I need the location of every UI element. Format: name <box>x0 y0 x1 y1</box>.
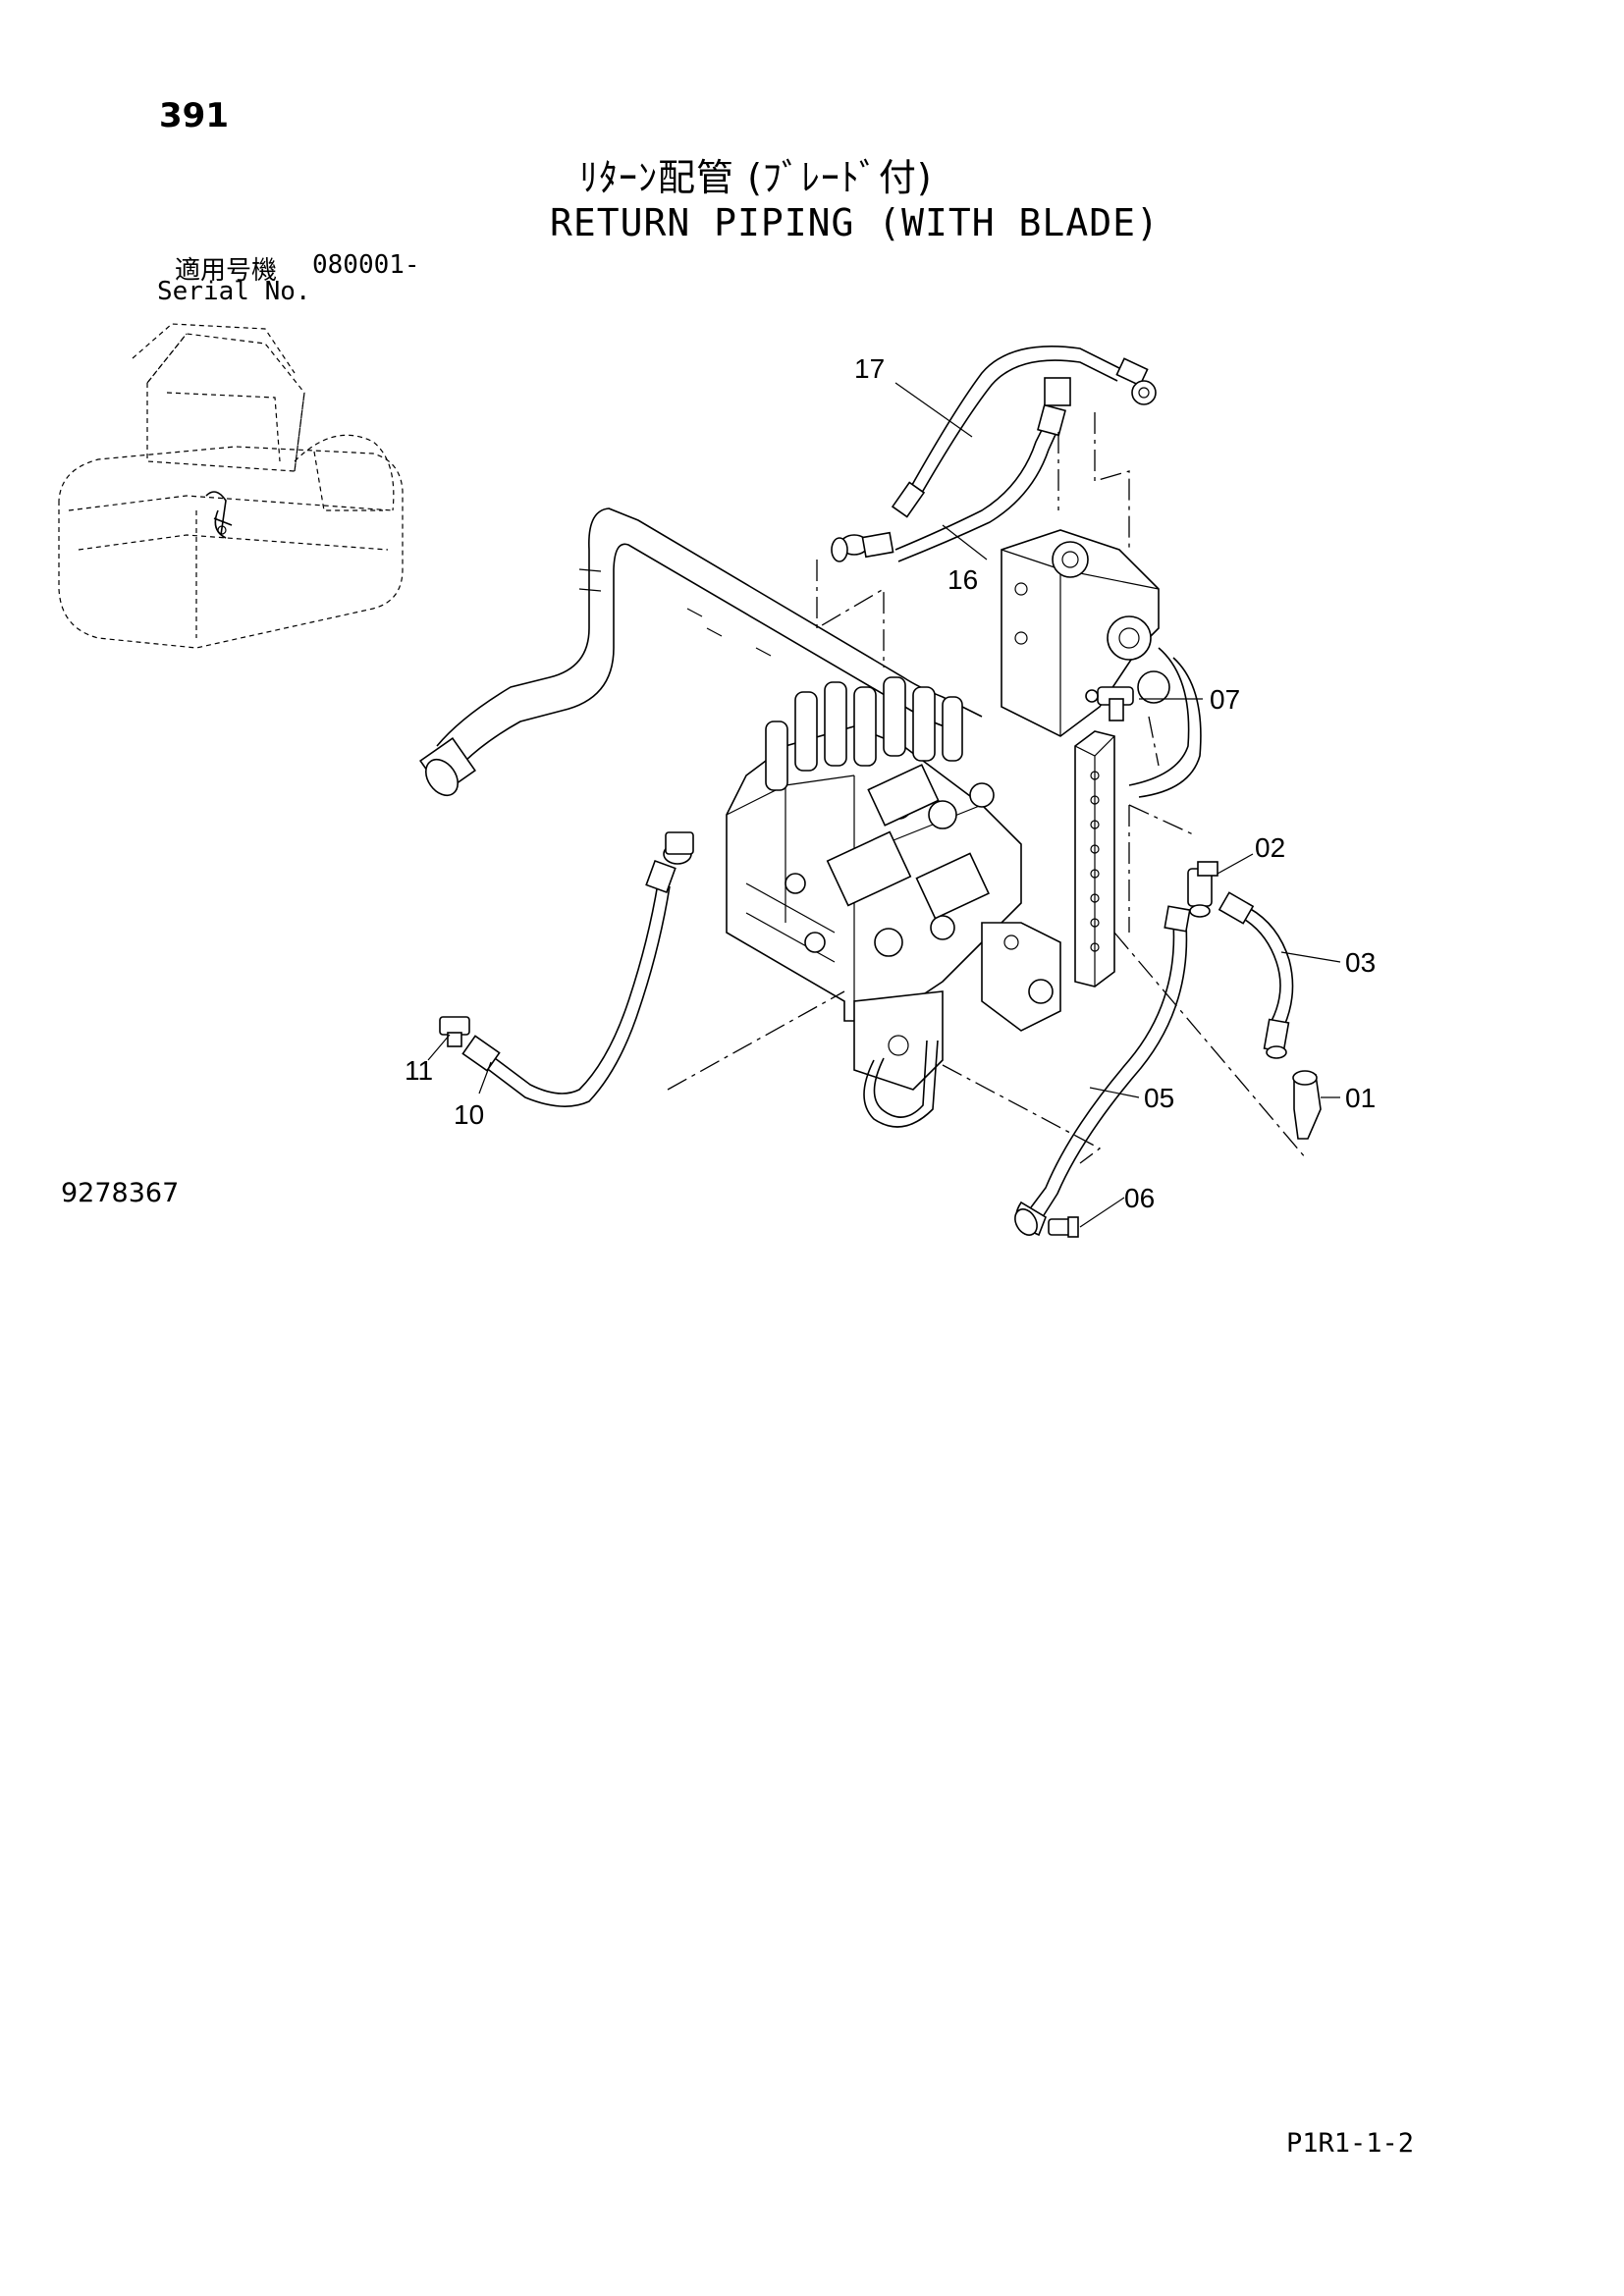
serial-number-range: 080001- <box>312 250 420 280</box>
fitting-06 <box>1048 1216 1079 1238</box>
upper-assembly-leaders <box>816 412 1130 667</box>
serial-label-japanese: 適用号機 <box>175 256 278 286</box>
callout-labels: 17 16 07 02 03 01 05 06 11 10 <box>405 353 1376 1213</box>
callout-leaders <box>427 382 1341 1228</box>
right-manifold <box>1001 529 1202 798</box>
callout-07: 07 <box>1210 684 1240 715</box>
hose-17 <box>891 346 1157 518</box>
hose-lower-loop <box>863 1040 939 1128</box>
manifold-plate <box>981 730 1115 1032</box>
callout-16: 16 <box>947 564 978 595</box>
page-title-japanese: ﾘﾀｰﾝ配管 (ﾌﾞﾚｰﾄﾞ付) <box>579 156 933 199</box>
hose-03 <box>1218 891 1294 1059</box>
callout-17: 17 <box>854 353 885 384</box>
lower-assembly-leaders <box>667 716 1307 1164</box>
callout-06: 06 <box>1124 1183 1155 1213</box>
callout-01: 01 <box>1345 1083 1376 1113</box>
hose-10 <box>461 831 694 1107</box>
page-number: 391 <box>159 96 229 135</box>
callout-11: 11 <box>405 1055 433 1086</box>
callout-10: 10 <box>454 1099 484 1130</box>
fitting-02 <box>1187 861 1218 918</box>
serial-label-english: Serial No. <box>157 277 311 306</box>
callout-03: 03 <box>1345 947 1376 978</box>
hose-16 <box>831 377 1071 562</box>
control-valve-block <box>726 676 1022 1091</box>
fitting-01 <box>1292 1070 1322 1140</box>
page-title-english: RETURN PIPING (WITH BLADE) <box>550 201 1160 244</box>
drawing-number: 9278367 <box>61 1178 180 1208</box>
callout-05: 05 <box>1144 1083 1174 1113</box>
sheet-code: P1R1-1-2 <box>1286 2128 1415 2159</box>
callout-02: 02 <box>1255 832 1285 863</box>
fitting-07 <box>1085 686 1134 721</box>
hose-05 <box>1014 905 1191 1237</box>
fitting-11 <box>439 1016 470 1047</box>
machine-overview-thumbnail <box>58 323 404 649</box>
